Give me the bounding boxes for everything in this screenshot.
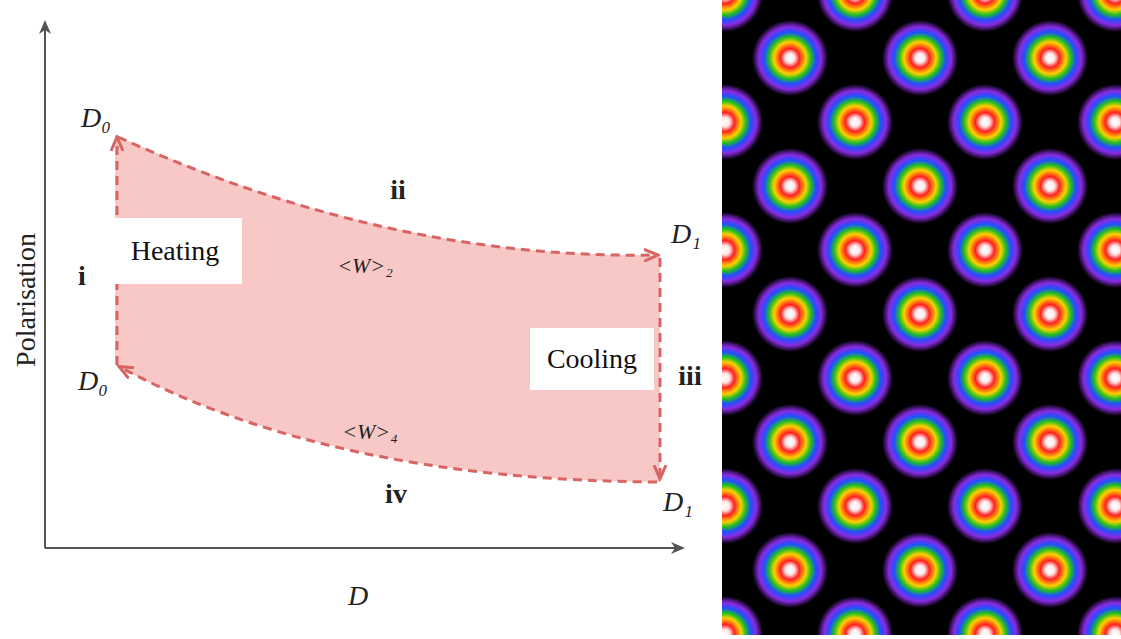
plot-label: iii [678,362,701,390]
process-label-box: Heating [108,218,242,284]
lattice-panel [722,0,1121,635]
cycle-area [115,135,660,482]
process-label: Cooling [547,343,637,375]
plot-label: <W>₂ [337,255,393,277]
plot-label: D₀ [78,367,108,395]
plot-label: D₁ [671,220,701,248]
process-iii [659,258,662,478]
plot-label: iv [385,480,407,508]
y-axis [44,22,46,548]
axis-title: Polarisation [12,233,40,367]
plot-label: D [348,582,368,610]
process-label: Heating [131,235,220,267]
plot-label: ii [390,176,406,204]
plot-label: <W>₄ [342,421,398,443]
plot-label: i [78,262,86,290]
x-axis [45,547,683,549]
plot-label: D₁ [663,488,693,516]
process-label-box: Cooling [530,328,654,390]
plot-label: D₀ [81,104,111,132]
skyrmion-lattice [722,0,1121,635]
